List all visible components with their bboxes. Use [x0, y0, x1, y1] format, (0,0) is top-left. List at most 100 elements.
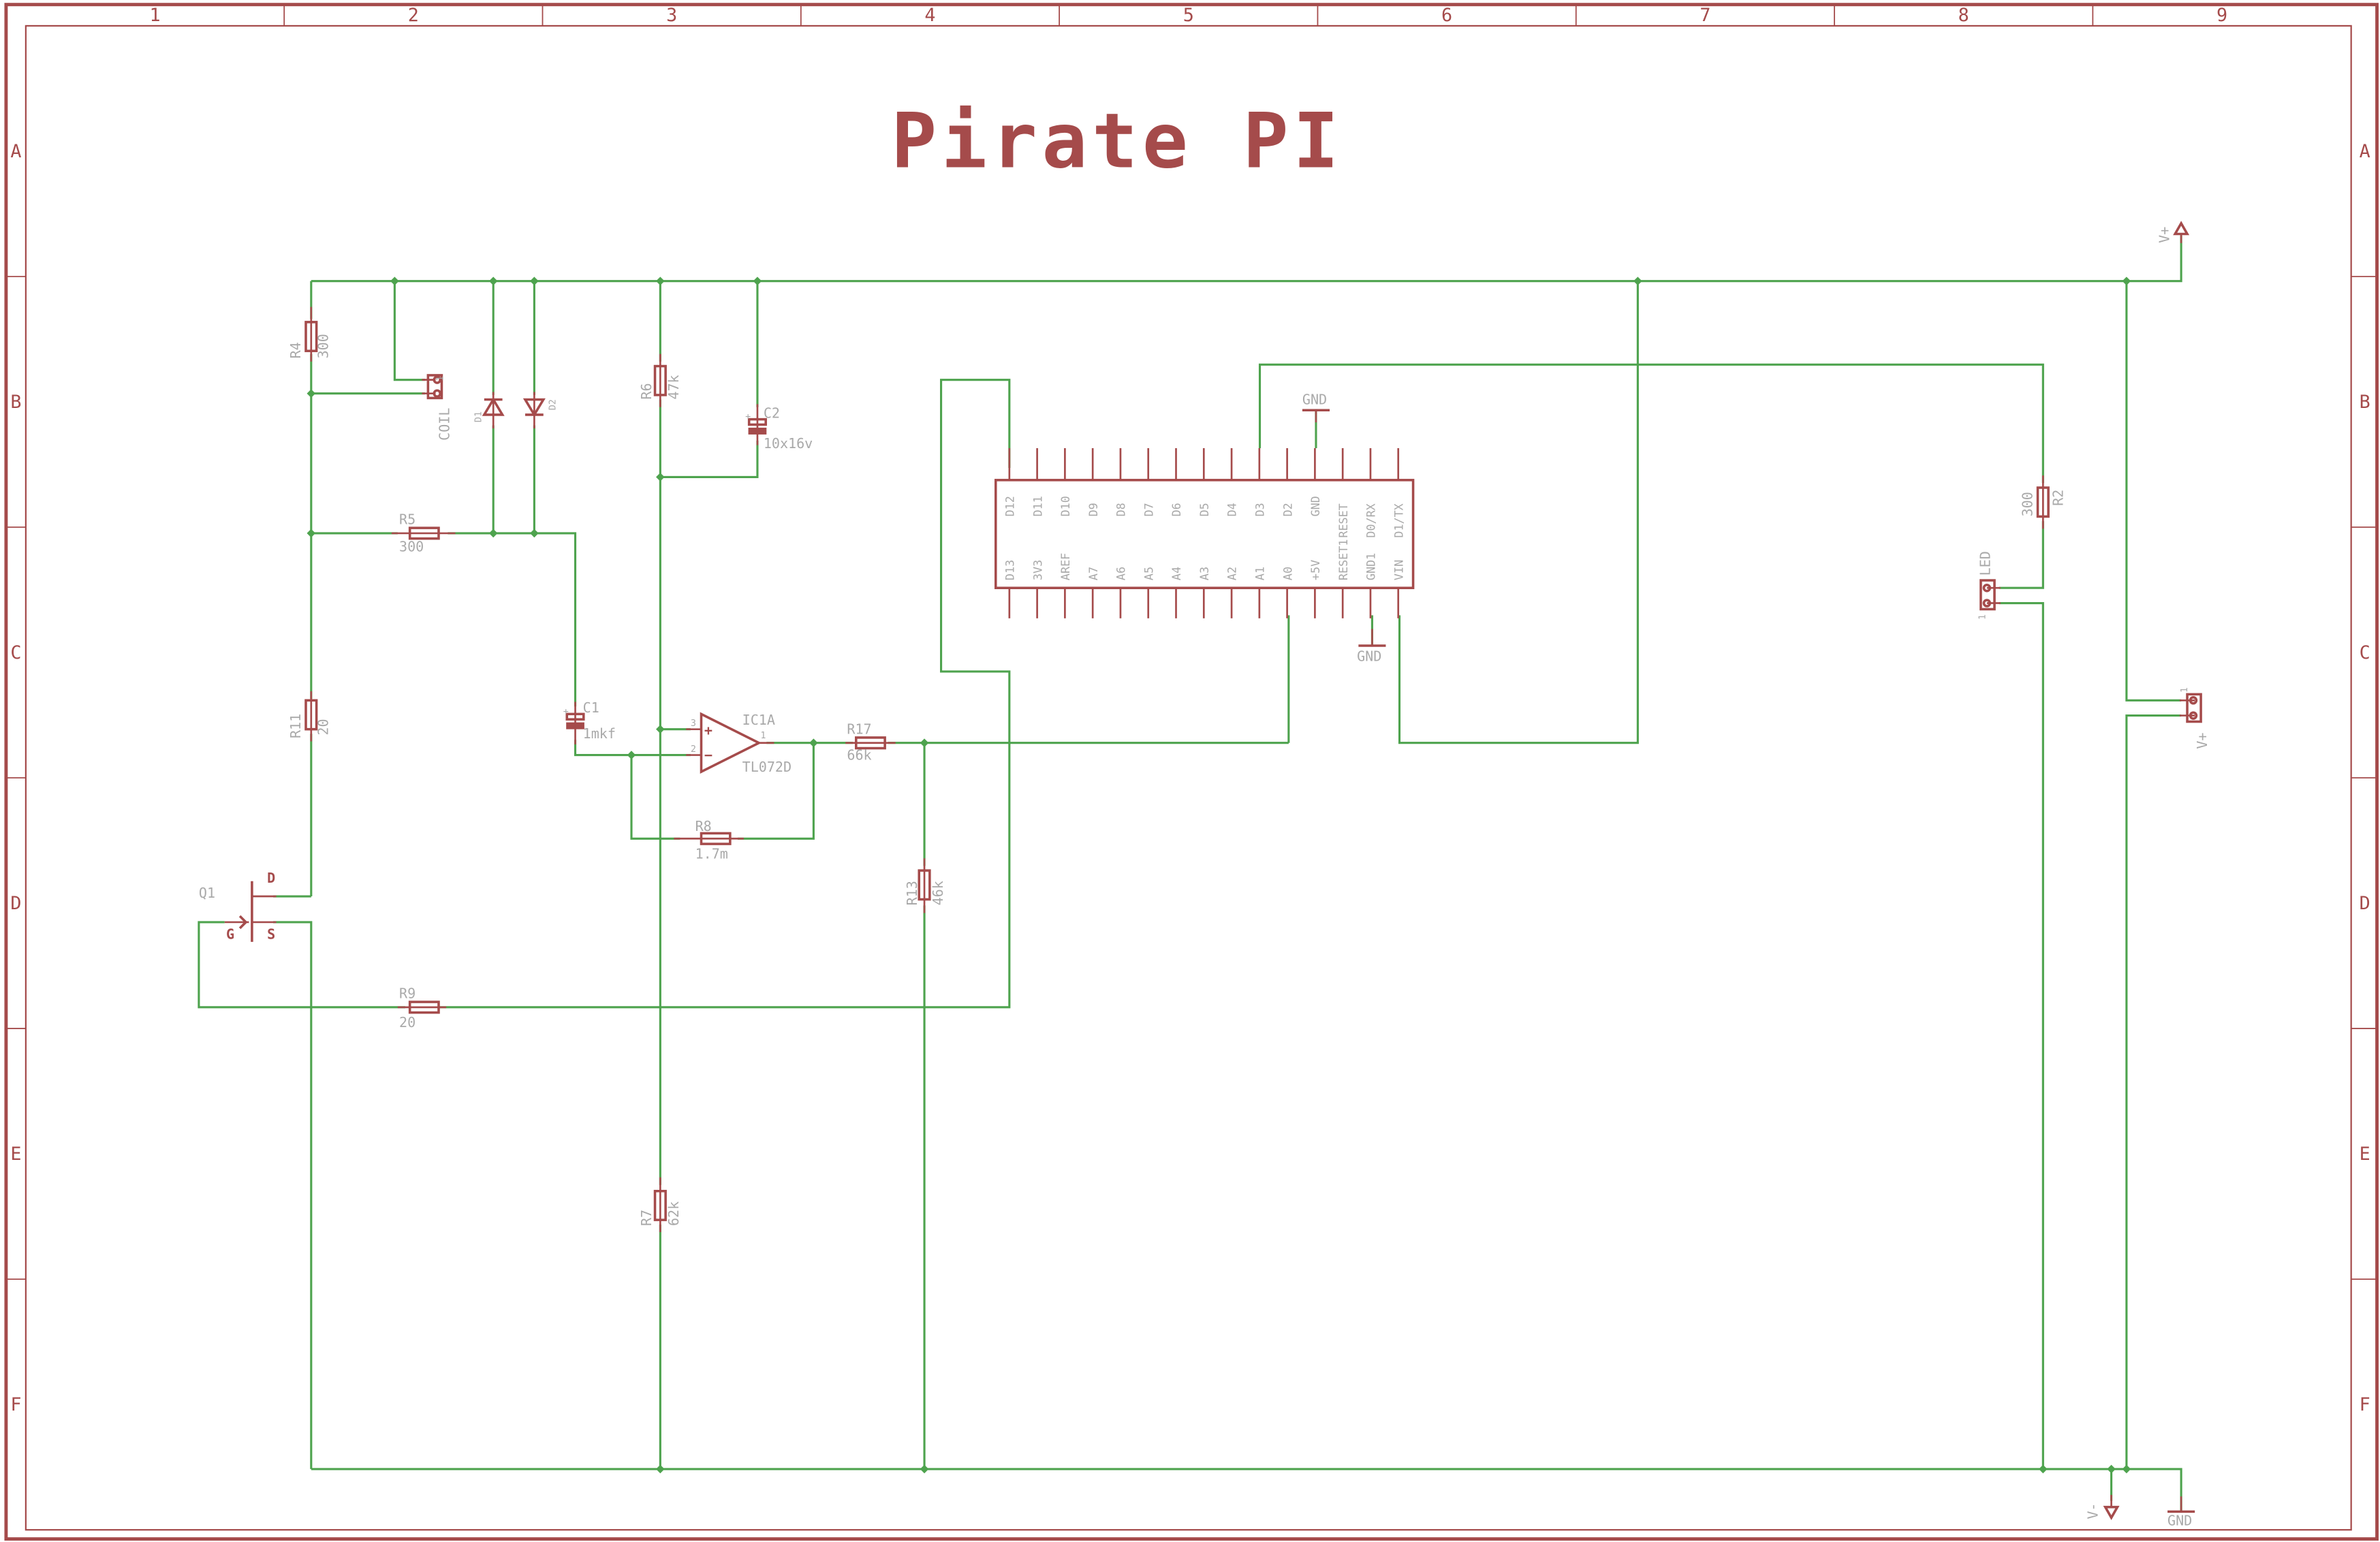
q1-name: Q1: [199, 885, 215, 901]
opamp-pin2: 2: [691, 744, 696, 755]
junction-dot: [530, 277, 539, 285]
r9-value: 20: [399, 1014, 416, 1030]
resistor-r5[interactable]: R5 300: [391, 512, 456, 555]
junction-dot: [307, 389, 316, 398]
opamp-value: TL072D: [742, 759, 792, 775]
diode-d1[interactable]: D1: [473, 392, 505, 429]
resistor-r13[interactable]: R13 46k: [904, 858, 946, 913]
wire: [660, 440, 759, 478]
wire: [737, 742, 815, 840]
frame-row-label: A: [2360, 141, 2370, 162]
c2-value: 10x16v: [764, 435, 813, 452]
connector-coil[interactable]: 1 COIL: [422, 374, 453, 441]
frame-row-label: C: [2360, 642, 2370, 663]
q1-drain-label: D: [267, 870, 275, 886]
arduino-pin-label: AREF: [1059, 553, 1072, 580]
wire: [574, 740, 691, 757]
r5-name: R5: [399, 512, 416, 528]
led-pin1: 1: [1978, 614, 1988, 620]
opamp-pin1: 1: [760, 731, 766, 741]
arduino-pin-label: D13: [1003, 560, 1017, 580]
opamp-name: IC1A: [742, 712, 775, 728]
junction-dot: [656, 473, 665, 482]
arduino-pin-label: D4: [1225, 503, 1239, 516]
arduino-pin-label: D5: [1197, 503, 1211, 516]
gnd-label-bottom: GND: [2167, 1512, 2192, 1528]
frame-row-label: E: [2360, 1144, 2370, 1165]
connector-vplus[interactable]: 1 V+: [2179, 687, 2210, 749]
c1-value: 1mkf: [583, 725, 616, 742]
junction-dot: [627, 751, 636, 759]
opamp-ic1a[interactable]: + − 3 2 1 IC1A TL072D: [686, 712, 792, 775]
junction-dot: [530, 529, 539, 538]
resistor-r17[interactable]: R17 66k: [845, 721, 896, 763]
wire: [1398, 281, 1639, 744]
wire: [273, 921, 313, 1469]
vminus-label: V-: [2085, 1502, 2101, 1519]
arduino-pin-label: A4: [1170, 567, 1183, 580]
wire: [2125, 281, 2182, 702]
resistor-r4[interactable]: R4 300: [287, 306, 331, 362]
arduino-pin-label: RESET: [1336, 503, 1350, 537]
r17-value: 66k: [847, 746, 871, 763]
arduino-pin-label: VIN: [1392, 560, 1405, 580]
arduino-pin-label: +5V: [1309, 560, 1322, 580]
gnd-label-top: GND: [1302, 391, 1327, 407]
vplus-conn-pin1: 1: [2180, 687, 2190, 693]
d1-name: D1: [473, 411, 484, 422]
resistor-r2[interactable]: 300 R2: [2020, 475, 2067, 529]
capacitor-c1[interactable]: + C1 1mkf: [563, 699, 616, 744]
frame-row-label: C: [10, 642, 21, 663]
vplus-conn-name: V+: [2194, 733, 2210, 749]
transistor-q1[interactable]: Q1 D G S: [199, 870, 277, 943]
frame-row-label: F: [2360, 1394, 2370, 1415]
wire: [1999, 601, 2044, 1469]
frame-column-label: 8: [1958, 5, 1969, 26]
junction-dot: [920, 1464, 929, 1474]
led-name: LED: [1977, 551, 1993, 576]
arduino-pin-label: D3: [1253, 503, 1267, 516]
r7-name: R7: [638, 1210, 655, 1226]
r4-value: 300: [315, 334, 331, 358]
junction-dot: [2122, 277, 2131, 285]
vminus-arrow-icon: [2103, 1505, 2120, 1520]
arduino-pin-label: D2: [1281, 503, 1294, 516]
junction-dot: [488, 529, 498, 538]
coil-pin1: 1: [436, 376, 446, 381]
r17-name: R17: [847, 721, 871, 737]
resistor-r7[interactable]: R7 62k: [638, 1177, 682, 1232]
c1-plus: +: [563, 706, 569, 717]
gnd-symbol-gnd1: GND: [1357, 629, 1386, 664]
vminus-supply-symbol: V-: [2085, 1494, 2120, 1520]
wires: [198, 235, 2182, 1512]
resistor-r11[interactable]: R11 20: [287, 691, 331, 742]
diode-d2[interactable]: D2: [522, 392, 559, 429]
junction-dot: [656, 1464, 665, 1474]
opamp-pin3: 3: [691, 719, 696, 729]
wire: [438, 379, 1011, 1009]
resistor-r8[interactable]: R8 1.7m: [674, 818, 744, 862]
opamp-minus-sign: −: [704, 746, 713, 763]
wire: [393, 281, 425, 381]
arduino-pin-label: A6: [1114, 567, 1128, 580]
r6-value: 47k: [666, 375, 682, 399]
junction-dot: [2107, 1464, 2116, 1474]
frame-column-label: 7: [1700, 5, 1710, 26]
arduino-pin-label: D10: [1059, 496, 1072, 516]
vplus-label: V+: [2156, 227, 2172, 243]
frame-row-label: D: [2360, 893, 2370, 914]
coil-name: COIL: [437, 408, 453, 441]
resistor-r6[interactable]: R6 47k: [638, 353, 682, 407]
resistor-r9[interactable]: R9 20: [397, 985, 447, 1030]
wire: [2125, 714, 2182, 1469]
connector-led[interactable]: LED 1: [1977, 551, 2001, 620]
capacitor-c2[interactable]: + C2 10x16v: [745, 404, 813, 452]
wire: [448, 532, 577, 707]
arduino-pin-label: A0: [1281, 567, 1294, 580]
r4-name: R4: [287, 342, 304, 358]
frame-row-label: D: [10, 893, 21, 914]
frame-row-label: F: [10, 1394, 21, 1415]
